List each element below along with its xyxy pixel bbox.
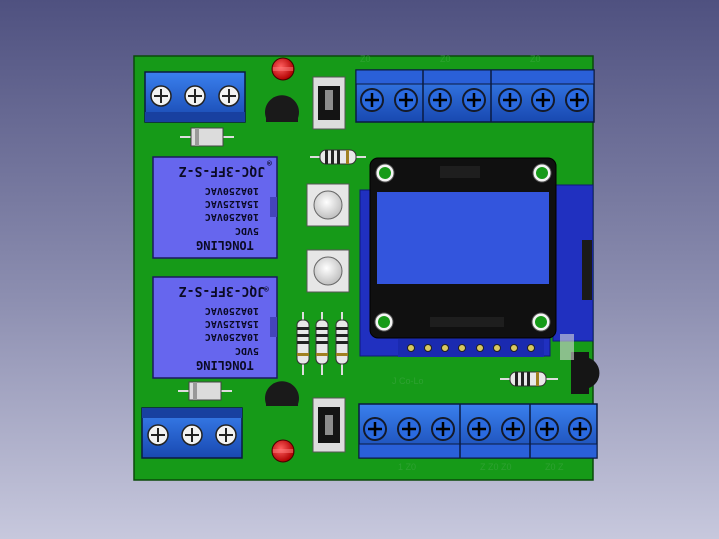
screw-icon[interactable] [460, 86, 488, 114]
relay-rating: 10A250VAC [205, 185, 259, 196]
diode [178, 381, 232, 401]
svg-text:®: ® [264, 285, 269, 294]
screw-icon[interactable] [150, 85, 172, 107]
terminal-block-bottom-left [141, 407, 243, 459]
relay-rating: 15A125VAC [205, 318, 259, 329]
screw-icon[interactable] [496, 86, 524, 114]
screw-icon[interactable] [533, 415, 561, 443]
relay-model: JQC-3FF-S-Z [179, 163, 265, 178]
screw-icon[interactable] [218, 85, 240, 107]
relay-1: ® TONGLING 5VDC 10A250VAC 15A125VAC 10A2… [152, 156, 278, 259]
svg-text:Z0: Z0 [360, 54, 371, 64]
screw-icon[interactable] [392, 86, 420, 114]
svg-text:1 Z0: 1 Z0 [398, 462, 416, 472]
svg-text:Z0: Z0 [440, 54, 451, 64]
optocoupler [312, 76, 346, 130]
terminal-block-top-right [355, 69, 595, 123]
transistor [264, 381, 299, 406]
screw-icon[interactable] [566, 415, 594, 443]
terminal-block-bottom-right [358, 403, 598, 459]
relay-rating: 15A125VAC [205, 198, 259, 209]
terminal-block-top-left [144, 71, 246, 123]
screw-icon[interactable] [184, 85, 206, 107]
resistor [335, 312, 349, 375]
relay-rating: 10A250VAC [205, 305, 259, 316]
relay-2: ® TONGLING 5VDC 10A250VAC 15A125VAC 10A2… [152, 276, 278, 379]
relay-brand: TONGLING [196, 238, 254, 252]
svg-text:®: ® [267, 159, 272, 168]
screw-icon[interactable] [358, 86, 386, 114]
screw-icon[interactable] [429, 415, 457, 443]
svg-text:Z0 Z: Z0 Z [545, 462, 564, 472]
relay-model: JQC-3FF-S-Z [179, 283, 265, 298]
relay-rating: 10A250VAC [205, 331, 259, 342]
svg-text:Z Z0 Z0: Z Z0 Z0 [480, 462, 512, 472]
screw-icon[interactable] [181, 424, 203, 446]
oled-module [359, 157, 594, 357]
screw-icon[interactable] [563, 86, 591, 114]
silkscreen: J Co-Lo 1 Z0 Z Z0 Z0 Z0 Z Z0 Z0 Z0 [360, 54, 564, 472]
optocoupler [312, 397, 346, 453]
relay-rating: 10A250VAC [205, 211, 259, 222]
resistor [500, 371, 558, 387]
transistor [264, 95, 299, 122]
svg-text:J Co-Lo: J Co-Lo [392, 376, 424, 386]
relay-voltage: 5VDC [235, 345, 259, 356]
led-icon [271, 57, 295, 81]
resistor [296, 312, 310, 375]
screw-icon[interactable] [465, 415, 493, 443]
screw-icon[interactable] [361, 415, 389, 443]
screw-icon[interactable] [426, 86, 454, 114]
screw-icon[interactable] [395, 415, 423, 443]
svg-text:Z0: Z0 [530, 54, 541, 64]
screw-icon[interactable] [215, 424, 237, 446]
push-button-icon[interactable] [306, 249, 350, 293]
screw-icon[interactable] [499, 415, 527, 443]
led-icon [271, 439, 295, 463]
screw-icon[interactable] [147, 424, 169, 446]
resistor [315, 312, 329, 375]
relay-brand: TONGLING [196, 358, 254, 372]
oled-screen [377, 192, 549, 284]
push-button-icon[interactable] [306, 183, 350, 227]
ir-receiver [560, 334, 600, 394]
resistor [310, 149, 366, 165]
relay-voltage: 5VDC [235, 225, 259, 236]
screw-icon[interactable] [529, 86, 557, 114]
diode [180, 127, 234, 147]
